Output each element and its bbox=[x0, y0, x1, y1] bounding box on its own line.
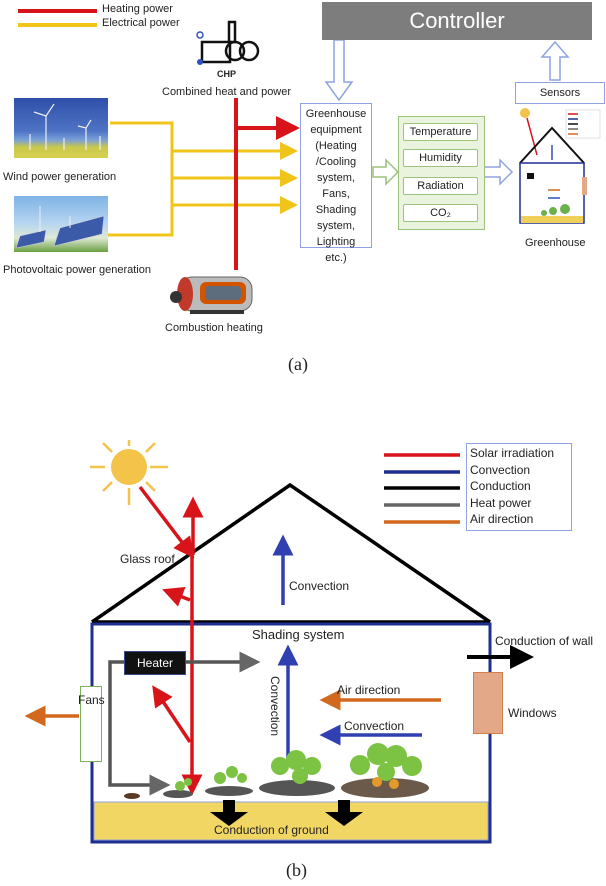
equipment-line: etc.) bbox=[325, 252, 347, 264]
equipment-line: Shading bbox=[315, 204, 357, 216]
wind-power-image bbox=[14, 98, 108, 158]
plants-illustration bbox=[124, 743, 429, 799]
shading-system-label: Shading system bbox=[252, 627, 345, 642]
greenhouse-thumbnail bbox=[519, 108, 601, 224]
panel-a-graphics bbox=[18, 9, 601, 314]
horizontal-convection-label: Convection bbox=[344, 719, 405, 733]
equipment-line: /Cooling bbox=[315, 156, 357, 168]
roof-convection-label: Convection bbox=[289, 579, 350, 593]
sensors-box: Sensors bbox=[515, 82, 605, 104]
environment-to-greenhouse-arrow bbox=[483, 158, 514, 186]
fans-label: Fans bbox=[78, 693, 105, 707]
greenhouse-equipment-box: Greenhouse equipment (Heating /Cooling s… bbox=[300, 103, 372, 264]
wind-turbine-icons bbox=[29, 103, 101, 150]
env-temperature: Temperature bbox=[403, 123, 478, 141]
air-direction-label: Air direction bbox=[337, 683, 401, 697]
equipment-line: Greenhouse bbox=[305, 108, 367, 120]
equipment-line: Fans, bbox=[322, 188, 350, 200]
caption-a: (a) bbox=[288, 354, 308, 374]
legend-electrical-label: Electrical power bbox=[102, 17, 180, 29]
windows-label: Windows bbox=[508, 706, 557, 720]
legend-b-lines bbox=[384, 453, 460, 524]
equipment-to-environment-arrow bbox=[372, 158, 400, 186]
wall-conduction-label: Conduction of wall bbox=[495, 634, 594, 648]
env-humidity: Humidity bbox=[403, 149, 478, 167]
electrical-power-lines bbox=[108, 121, 298, 237]
equipment-line: Lighting bbox=[316, 236, 356, 248]
heating-power-lines bbox=[234, 98, 300, 270]
glass-roof-label: Glass roof bbox=[120, 552, 175, 566]
legend-heating-label: Heating power bbox=[102, 3, 173, 15]
env-co2: CO₂ bbox=[403, 204, 478, 222]
solar-irradiation-arrows bbox=[138, 485, 204, 796]
sensors-to-controller-arrow bbox=[540, 40, 570, 81]
pv-caption: Photovoltaic power generation bbox=[3, 264, 151, 276]
ground-conduction-label: Conduction of ground bbox=[214, 823, 329, 837]
legend-air-direction: Air direction bbox=[470, 512, 534, 526]
chp-icon bbox=[200, 20, 260, 64]
chp-label: CHP bbox=[217, 69, 237, 79]
equipment-line: system, bbox=[317, 172, 355, 184]
fans-box bbox=[80, 686, 102, 762]
heater-box: Heater bbox=[124, 651, 186, 675]
chp-caption: Combined heat and power bbox=[162, 86, 292, 98]
boiler-caption: Combustion heating bbox=[165, 322, 263, 334]
solar-panel-icons bbox=[15, 206, 105, 249]
controller-to-equipment-arrow bbox=[324, 39, 354, 102]
wind-caption: Wind power generation bbox=[3, 171, 117, 183]
equipment-line: system, bbox=[317, 220, 355, 232]
caption-b: (b) bbox=[286, 860, 307, 880]
legend-heat-power: Heat power bbox=[470, 495, 532, 510]
legend-solar: Solar irradiation bbox=[470, 446, 555, 460]
photovoltaic-image bbox=[14, 196, 108, 252]
environment-parameters-box: Temperature Humidity Radiation CO₂ bbox=[398, 116, 485, 230]
legend-conduction: Conduction bbox=[470, 479, 531, 493]
equipment-line: (Heating bbox=[315, 140, 357, 152]
boiler-icon bbox=[170, 276, 253, 314]
heat-power-arrows bbox=[108, 651, 261, 796]
sun-icon bbox=[90, 440, 168, 505]
equipment-line: equipment bbox=[310, 124, 362, 136]
greenhouse-caption: Greenhouse bbox=[525, 237, 586, 249]
windows-panel bbox=[473, 672, 503, 734]
legend-b-box: Solar irradiation Convection Conduction … bbox=[466, 443, 572, 531]
controller-box: Controller bbox=[322, 2, 592, 40]
env-radiation: Radiation bbox=[403, 177, 478, 195]
vertical-convection-label: Convection bbox=[268, 676, 282, 737]
legend-convection: Convection bbox=[470, 462, 531, 477]
